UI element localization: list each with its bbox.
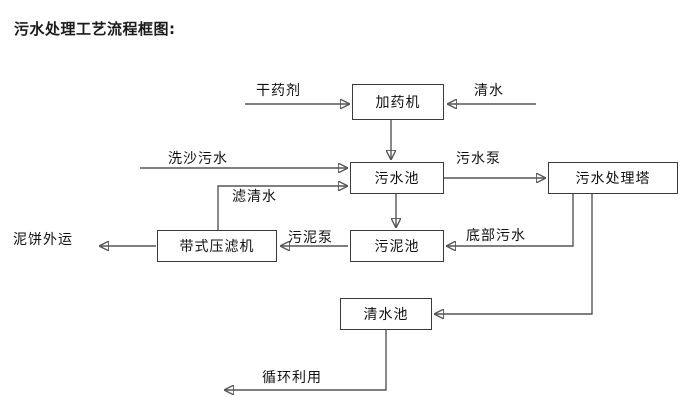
node-clean-water-pool[interactable]: 清水池 <box>340 298 432 330</box>
label-clean-water-input: 清水 <box>474 83 504 99</box>
label-recycling-reuse: 循环利用 <box>262 370 322 386</box>
node-sludge-pool[interactable]: 污泥池 <box>350 230 444 262</box>
label-filtered-clear-water: 滤清水 <box>232 189 277 205</box>
page-title: 污水处理工艺流程框图: <box>14 20 176 38</box>
node-sewage-pool[interactable]: 污水池 <box>350 162 444 194</box>
edge-filtrate-to-sewage-pool <box>217 186 347 230</box>
label-sewage-pump: 污水泵 <box>456 151 501 167</box>
edge-clean-water-to-recycle <box>225 330 387 390</box>
label-bottom-sewage: 底部污水 <box>466 228 526 244</box>
edge-bottom-sewage-to-sludge-pool <box>447 194 574 246</box>
label-sand-washing-sewage: 洗沙污水 <box>168 151 228 167</box>
label-sludge-pump: 污泥泵 <box>288 230 333 246</box>
edge-tower-to-clean-water-pool <box>435 194 593 314</box>
node-sewage-treatment-tower[interactable]: 污水处理塔 <box>548 162 678 194</box>
node-dosing-machine[interactable]: 加药机 <box>352 84 444 120</box>
label-dry-agent: 干药剂 <box>256 83 301 99</box>
label-mud-cake-transport: 泥饼外运 <box>13 232 73 248</box>
node-belt-filter-press[interactable]: 带式压滤机 <box>157 230 277 262</box>
